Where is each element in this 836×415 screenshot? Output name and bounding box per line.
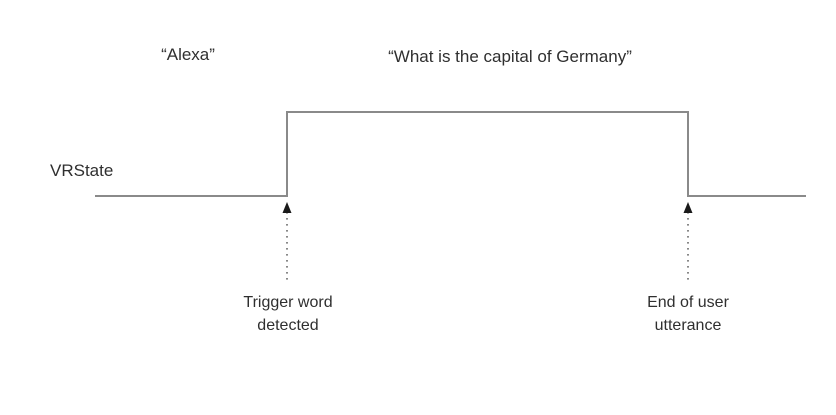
signal-name-label: VRState — [50, 161, 114, 180]
arrow-up-icon-end — [683, 202, 693, 213]
event-caption-trigger-word-detected: Trigger word detected — [243, 294, 333, 334]
utterance-label-question: “What is the capital of Germany” — [388, 47, 632, 66]
event-marker-end-of-user-utterance — [683, 202, 693, 284]
utterance-label-trigger-word: “Alexa” — [161, 45, 215, 64]
event-marker-trigger-word-detected — [282, 202, 292, 284]
vrstate-waveform-path — [95, 111, 806, 197]
arrow-up-icon-trigger — [282, 202, 292, 213]
event-caption-end-of-user-utterance: End of user utterance — [647, 294, 729, 334]
